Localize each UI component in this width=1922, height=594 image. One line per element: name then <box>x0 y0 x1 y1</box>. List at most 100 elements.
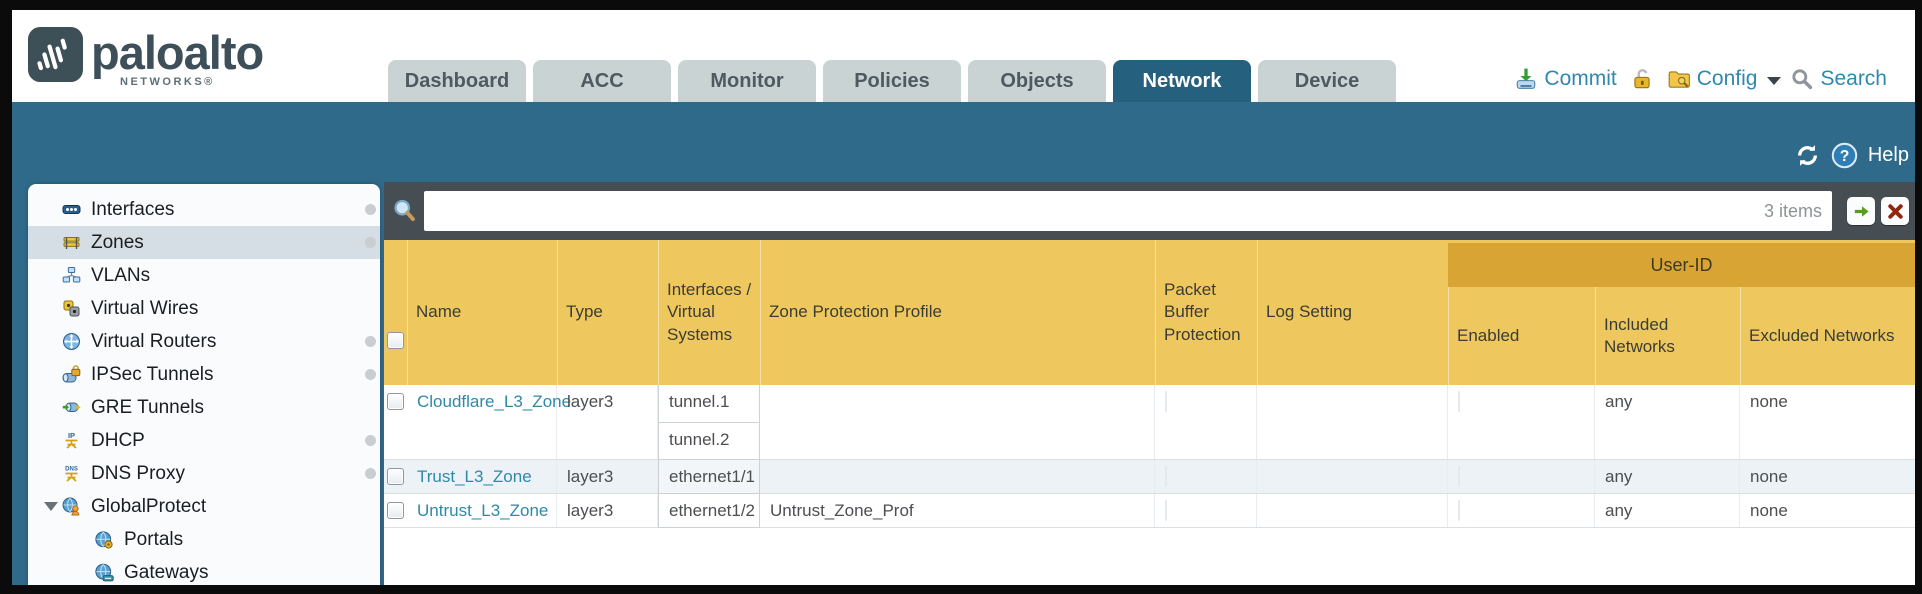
sidebar-item-zones[interactable]: Zones <box>28 226 380 259</box>
row-checkbox[interactable] <box>387 468 404 485</box>
column-header-zone-protection-profile[interactable]: Zone Protection Profile <box>760 240 1155 385</box>
column-header-log-setting[interactable]: Log Setting <box>1257 240 1448 385</box>
row-checkbox[interactable] <box>387 393 404 410</box>
global-search-button[interactable]: Search <box>1790 67 1887 91</box>
virtual-wires-icon <box>62 299 81 318</box>
unlocked-padlock-icon[interactable] <box>1630 67 1654 91</box>
sidebar-item-interfaces[interactable]: Interfaces <box>28 193 380 226</box>
filter-bar: 3 items <box>384 182 1915 240</box>
sidebar-item-gre-tunnels[interactable]: GRE Tunnels <box>28 391 380 424</box>
interfaces-icon <box>62 200 81 219</box>
zone-name-link[interactable]: Cloudflare_L3_Zone <box>417 392 572 411</box>
tab-acc[interactable]: ACC <box>533 60 671 102</box>
zone-type: layer3 <box>567 467 614 486</box>
status-dot <box>365 435 376 446</box>
column-header-interfaces-virtual-systems[interactable]: Interfaces / Virtual Systems <box>658 240 760 385</box>
zone-type: layer3 <box>567 392 614 411</box>
commit-label: Commit <box>1544 67 1617 90</box>
vlans-icon <box>62 266 81 285</box>
filter-input[interactable] <box>424 191 1832 231</box>
commit-button[interactable]: Commit <box>1514 67 1617 91</box>
sidebar-item-ipsec-tunnels[interactable]: IPSec Tunnels <box>28 358 380 391</box>
commit-icon <box>1517 68 1536 89</box>
status-dot <box>365 468 376 479</box>
user-id-enabled-checkbox <box>1458 466 1460 487</box>
sidebar-item-globalprotect[interactable]: GlobalProtect <box>28 490 380 523</box>
sidebar-item-portals[interactable]: Portals <box>28 523 380 556</box>
sidebar-item-label: Virtual Routers <box>91 330 217 352</box>
apply-filter-button[interactable] <box>1847 197 1875 225</box>
clear-filter-button[interactable] <box>1881 197 1909 225</box>
column-header-packet-buffer-protection[interactable]: Packet Buffer Protection <box>1155 240 1257 385</box>
packet-buffer-protection-checkbox <box>1165 391 1167 412</box>
interface-entry: ethernet1/1 <box>658 460 760 494</box>
packet-buffer-protection-checkbox <box>1165 466 1167 487</box>
user-id-group-header: User-ID <box>1448 243 1915 287</box>
select-all-checkbox[interactable] <box>387 332 404 349</box>
search-label: Search <box>1820 67 1887 90</box>
row-checkbox[interactable] <box>387 502 404 519</box>
sidebar-item-label: Gateways <box>124 561 209 583</box>
zones-icon <box>62 233 81 252</box>
packet-buffer-protection-checkbox <box>1165 500 1167 521</box>
sidebar-item-label: GlobalProtect <box>91 495 207 517</box>
sidebar-item-label: Virtual Wires <box>91 297 199 319</box>
help-icon[interactable]: ? <box>1831 142 1858 169</box>
status-dot <box>365 237 376 248</box>
column-header-name[interactable]: Name <box>407 240 557 385</box>
excluded-networks: none <box>1750 392 1788 411</box>
help-label: Help <box>1867 144 1909 166</box>
interface-entry: ethernet1/2 <box>658 494 760 528</box>
sidebar-item-label: VLANs <box>91 264 151 286</box>
tab-dashboard[interactable]: Dashboard <box>388 60 526 102</box>
sidebar-item-label: DNS Proxy <box>91 462 185 484</box>
sidebar-item-vlans[interactable]: VLANs <box>28 259 380 292</box>
sidebar-item-label: GRE Tunnels <box>91 396 204 418</box>
chevron-down-icon <box>1767 76 1782 85</box>
column-header-excluded-networks[interactable]: Excluded Networks <box>1740 287 1915 385</box>
dns-proxy-icon: DNS <box>62 464 81 483</box>
column-header-enabled[interactable]: Enabled <box>1448 287 1595 385</box>
sidebar-item-gateways[interactable]: Gateways <box>28 556 380 585</box>
gre-tunnels-icon <box>62 398 81 417</box>
utility-links: Commit Config S <box>1514 64 1887 94</box>
globalprotect-icon <box>62 497 81 516</box>
config-menu-button[interactable]: Config <box>1667 67 1782 91</box>
tab-policies[interactable]: Policies <box>823 60 961 102</box>
tab-device[interactable]: Device <box>1258 60 1396 102</box>
expand-triangle-icon[interactable] <box>44 502 58 511</box>
paloalto-logo-icon <box>28 27 83 82</box>
interfaces-cell: ethernet1/1 <box>658 460 760 494</box>
column-header-included-networks[interactable]: Included Networks <box>1595 287 1740 385</box>
column-header-type[interactable]: Type <box>557 240 658 385</box>
tab-monitor[interactable]: Monitor <box>678 60 816 102</box>
excluded-networks: none <box>1750 467 1788 486</box>
sidebar-item-label: IPSec Tunnels <box>91 363 214 385</box>
interfaces-cell: ethernet1/2 <box>658 494 760 528</box>
refresh-icon[interactable] <box>1794 142 1821 169</box>
interface-entry: tunnel.2 <box>658 423 760 460</box>
zone-name-link[interactable]: Trust_L3_Zone <box>417 467 532 486</box>
green-arrow-icon <box>1854 205 1869 217</box>
dhcp-icon: IP <box>62 431 81 450</box>
sidebar-item-virtual-wires[interactable]: Virtual Wires <box>28 292 380 325</box>
status-dot <box>365 369 376 380</box>
zone-name-link[interactable]: Untrust_L3_Zone <box>417 501 549 520</box>
sidebar-item-virtual-routers[interactable]: Virtual Routers <box>28 325 380 358</box>
sidebar-item-dns-proxy[interactable]: DNS DNS Proxy <box>28 457 380 490</box>
included-networks: any <box>1605 392 1633 411</box>
svg-text:?: ? <box>1840 148 1850 165</box>
tab-objects[interactable]: Objects <box>968 60 1106 102</box>
tab-network[interactable]: Network <box>1113 60 1251 102</box>
